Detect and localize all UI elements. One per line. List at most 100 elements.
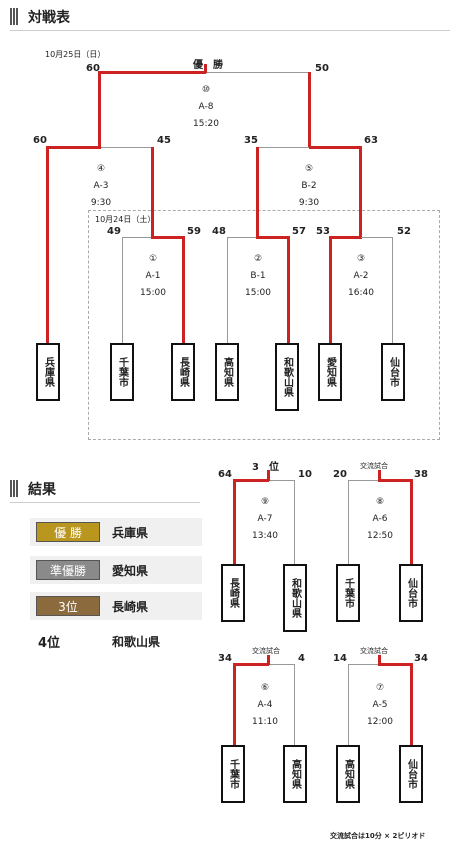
match-time: 12:00 bbox=[367, 717, 393, 727]
score: 48 bbox=[212, 226, 226, 237]
match-number: ⑤ bbox=[304, 164, 314, 174]
bracket-line bbox=[227, 237, 228, 343]
match-label: 交流試合 bbox=[360, 462, 388, 470]
match-info: ⑧ A-6 12:50 bbox=[350, 494, 410, 545]
bracket-line bbox=[269, 480, 294, 481]
win-line bbox=[359, 146, 362, 237]
win-line bbox=[233, 663, 269, 666]
score: 4 bbox=[298, 653, 305, 664]
score: 63 bbox=[364, 135, 378, 146]
team-box: 千葉市 bbox=[221, 745, 245, 803]
rank-label: 4位 bbox=[38, 636, 61, 651]
score: 49 bbox=[107, 226, 121, 237]
team-box: 愛知県 bbox=[318, 343, 342, 401]
win-line bbox=[182, 236, 185, 343]
team-box: 和歌山県 bbox=[283, 564, 307, 632]
win-line bbox=[151, 236, 185, 239]
team-box: 長崎県 bbox=[171, 343, 195, 401]
win-line bbox=[46, 146, 101, 149]
match-info: ⑥ A-4 11:10 bbox=[235, 680, 295, 731]
win-line bbox=[151, 147, 154, 237]
match-info: ④ A-3 9:30 bbox=[71, 161, 131, 212]
team-box: 高知県 bbox=[336, 745, 360, 803]
match-code: A-3 bbox=[93, 181, 109, 191]
result-row: 準優勝 愛知県 bbox=[30, 556, 202, 584]
score: 45 bbox=[157, 135, 171, 146]
match-time: 13:40 bbox=[252, 531, 278, 541]
win-line bbox=[410, 479, 413, 564]
match-number: ④ bbox=[96, 164, 106, 174]
bracket-line bbox=[348, 480, 380, 481]
section-header-results: 結果 bbox=[10, 478, 200, 503]
score: 50 bbox=[315, 63, 329, 74]
result-row: 4位 和歌山県 bbox=[30, 628, 202, 652]
match-time: 12:50 bbox=[367, 531, 393, 541]
team-box: 高知県 bbox=[283, 745, 307, 803]
match-info: ⑩ A-8 15:20 bbox=[176, 82, 236, 133]
team-box: 仙台市 bbox=[399, 564, 423, 622]
win-line bbox=[256, 147, 259, 237]
team-box: 兵庫県 bbox=[36, 343, 60, 401]
rank-badge: 準優勝 bbox=[36, 560, 100, 580]
team-box: 和歌山県 bbox=[275, 343, 299, 411]
match-time: 9:30 bbox=[90, 198, 112, 208]
bracket-line bbox=[294, 664, 295, 745]
bracket-line bbox=[206, 72, 310, 73]
team-name: 愛知県 bbox=[112, 564, 149, 578]
match-code: B-1 bbox=[250, 271, 266, 281]
win-line bbox=[256, 236, 290, 239]
match-info: ③ A-2 16:40 bbox=[331, 251, 391, 302]
win-line bbox=[378, 663, 413, 666]
team-box: 高知県 bbox=[215, 343, 239, 401]
match-number: ② bbox=[253, 254, 263, 264]
win-line bbox=[46, 146, 49, 343]
rank-badge: 3位 bbox=[36, 596, 100, 616]
match-number: ⑧ bbox=[375, 497, 385, 507]
match-code: A-8 bbox=[198, 102, 214, 112]
match-code: A-5 bbox=[372, 700, 388, 710]
match-code: A-1 bbox=[145, 271, 161, 281]
divider bbox=[10, 502, 200, 503]
win-line bbox=[378, 470, 381, 481]
team-box: 千葉市 bbox=[110, 343, 134, 401]
divider bbox=[10, 30, 450, 31]
team-box: 長崎県 bbox=[221, 564, 245, 622]
match-info: ⑤ B-2 9:30 bbox=[279, 161, 339, 212]
match-number: ⑨ bbox=[260, 497, 270, 507]
team-name: 和歌山県 bbox=[112, 635, 161, 649]
match-number: ⑦ bbox=[375, 683, 385, 693]
score: 20 bbox=[333, 469, 347, 480]
win-line bbox=[98, 71, 101, 147]
match-code: A-6 bbox=[372, 514, 388, 524]
score: 60 bbox=[86, 63, 100, 74]
score: 60 bbox=[33, 135, 47, 146]
bracket-line bbox=[101, 147, 154, 148]
win-line bbox=[378, 655, 381, 665]
section-title: 結果 bbox=[28, 482, 56, 498]
date-label: 10月25日（日） bbox=[45, 50, 106, 59]
date-label: 10月24日（土） bbox=[95, 215, 156, 224]
win-line bbox=[329, 236, 362, 239]
score: 34 bbox=[218, 653, 232, 664]
result-row: 3位 長崎県 bbox=[30, 592, 202, 620]
team-box: 仙台市 bbox=[399, 745, 423, 803]
win-line bbox=[233, 663, 236, 745]
bracket-line bbox=[122, 237, 154, 238]
header-bar-icon bbox=[10, 8, 19, 25]
win-line bbox=[410, 663, 413, 745]
team-name: 長崎県 bbox=[112, 600, 149, 614]
match-info: ① A-1 15:00 bbox=[123, 251, 183, 302]
match-time: 16:40 bbox=[348, 288, 374, 298]
win-line bbox=[233, 479, 269, 482]
win-line bbox=[378, 479, 413, 482]
section-title: 対戦表 bbox=[28, 10, 70, 26]
match-time: 15:00 bbox=[140, 288, 166, 298]
win-line bbox=[233, 479, 236, 564]
team-name: 兵庫県 bbox=[112, 526, 149, 540]
match-code: A-7 bbox=[257, 514, 273, 524]
match-number: ③ bbox=[356, 254, 366, 264]
bracket-line bbox=[361, 237, 392, 238]
score: 52 bbox=[397, 226, 411, 237]
win-line bbox=[267, 470, 270, 481]
match-info: ② B-1 15:00 bbox=[228, 251, 288, 302]
